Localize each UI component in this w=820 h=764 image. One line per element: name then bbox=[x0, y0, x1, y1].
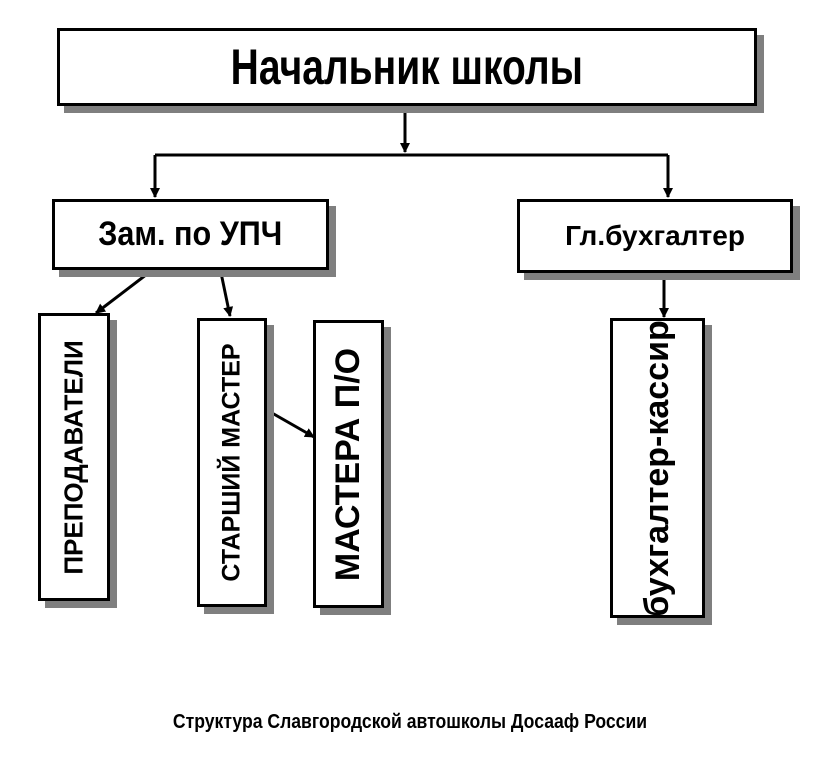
node-cashier: бухгалтер-кассир bbox=[610, 318, 705, 618]
node-teachers: ПРЕПОДАВАТЕЛИ bbox=[38, 313, 110, 601]
node-accountant-label: Гл.бухгалтер bbox=[565, 220, 745, 251]
connector-to-teachers bbox=[95, 266, 156, 315]
node-cashier-label: бухгалтер-кассир bbox=[638, 319, 676, 617]
connector-to-senior-master bbox=[218, 267, 234, 317]
node-accountant: Гл.бухгалтер bbox=[517, 199, 793, 273]
node-masters: МАСТЕРА П/О bbox=[313, 320, 384, 608]
node-head-label: Начальник школы bbox=[230, 39, 584, 95]
node-deputy-label: Зам. по УПЧ bbox=[98, 215, 283, 253]
node-senior-master-label: СТАРШИЙ МАСТЕР bbox=[217, 343, 246, 582]
diagram-caption: Структура Славгородской автошколы Досааф… bbox=[172, 711, 648, 733]
node-head: Начальник школы bbox=[57, 28, 757, 106]
connector-to-masters bbox=[264, 407, 315, 439]
node-teachers-label: ПРЕПОДАВАТЕЛИ bbox=[58, 339, 89, 575]
node-senior-master: СТАРШИЙ МАСТЕР bbox=[197, 318, 267, 607]
node-masters-label: МАСТЕРА П/О bbox=[329, 347, 368, 581]
node-deputy: Зам. по УПЧ bbox=[52, 199, 329, 270]
